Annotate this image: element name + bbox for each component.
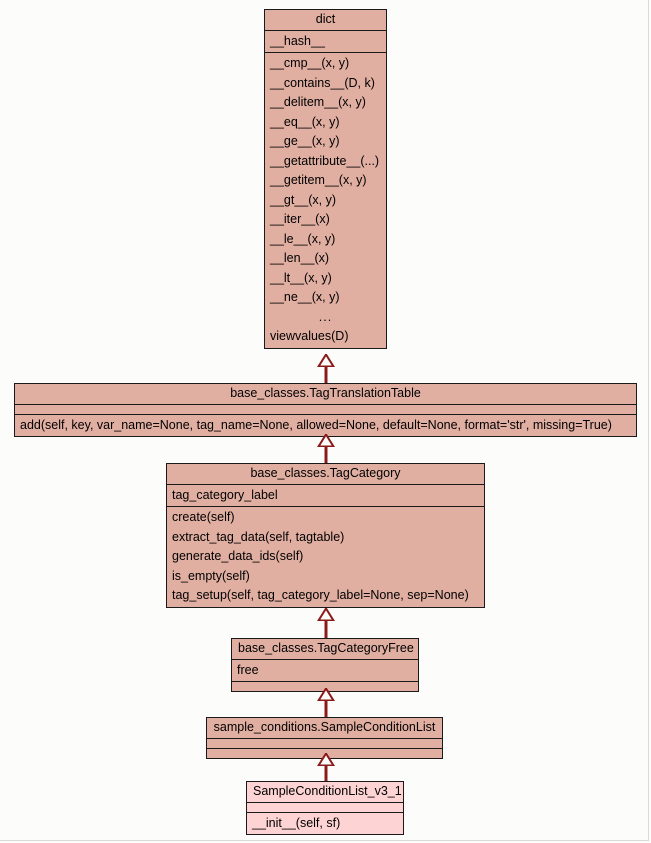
class-name-tagtranslationtable: base_classes.TagTranslationTable: [230, 386, 421, 400]
class-name-sampleconditionlist-v3-1: SampleConditionList_v3_1: [253, 784, 402, 798]
class-name-compartment: dict: [265, 10, 386, 31]
method-row: __le__(x, y): [270, 231, 336, 246]
empty-attributes: [207, 739, 442, 748]
class-box-sampleconditionlist-v3-1[interactable]: SampleConditionList_v3_1 __init__(self, …: [246, 781, 404, 835]
class-box-tagcategory[interactable]: base_classes.TagCategory tag_category_la…: [166, 463, 485, 608]
generalization-arrowhead-icon: [317, 753, 335, 766]
empty-attributes: [247, 803, 403, 812]
class-name-compartment: base_classes.TagCategoryFree: [232, 639, 418, 660]
method-row: __gt__(x, y): [270, 192, 337, 207]
class-name-tagcategory: base_classes.TagCategory: [250, 466, 401, 480]
generalization-tagcategory-to-tagtranslationtable: [317, 434, 335, 463]
generalization-arrowhead-icon: [317, 608, 335, 621]
generalization-sampleconditionlist-to-tagcategoryfree: [317, 688, 335, 717]
attributes-compartment: [207, 739, 442, 749]
relation-stem: [324, 699, 328, 717]
class-name-compartment: base_classes.TagTranslationTable: [15, 384, 636, 405]
generalization-arrowhead-icon: [317, 354, 335, 367]
empty-attributes: [15, 405, 636, 414]
methods-compartment: create(self) extract_tag_data(self, tagt…: [167, 507, 484, 607]
relation-stem: [324, 365, 328, 383]
method-row: __delitem__(x, y): [270, 95, 366, 109]
attributes-compartment: [15, 405, 636, 415]
generalization-tagcategoryfree-to-tagcategory: [317, 608, 335, 639]
relation-stem: [324, 619, 328, 639]
method-row-ellipsis: ...: [318, 309, 333, 324]
generalization-arrowhead-icon: [317, 434, 335, 447]
class-name-compartment: base_classes.TagCategory: [167, 464, 484, 485]
method-row: __iter__(x): [270, 212, 330, 226]
class-name-sampleconditionlist: sample_conditions.SampleConditionList: [213, 720, 436, 734]
method-row: add(self, key, var_name=None, tag_name=N…: [20, 417, 612, 432]
methods-compartment: __init__(self, sf): [247, 813, 403, 835]
method-row: generate_data_ids(self): [172, 549, 304, 563]
method-row: __len__(x): [270, 251, 330, 265]
method-row: viewvalues(D): [270, 329, 349, 343]
generalization-arrowhead-icon: [317, 688, 335, 701]
attributes-compartment: __hash__: [265, 31, 386, 53]
class-box-tagtranslationtable[interactable]: base_classes.TagTranslationTable add(sel…: [14, 383, 637, 437]
attributes-compartment: tag_category_label: [167, 485, 484, 507]
class-box-tagcategoryfree[interactable]: base_classes.TagCategoryFree free: [231, 638, 419, 692]
method-row: is_empty(self): [172, 568, 250, 583]
generalization-tagtranslationtable-to-dict: [317, 354, 335, 383]
method-row: __ge__(x, y): [270, 134, 340, 148]
method-row: __getitem__(x, y): [270, 173, 367, 187]
class-name-tagcategoryfree: base_classes.TagCategoryFree: [238, 641, 414, 655]
method-row: __ne__(x, y): [270, 290, 340, 304]
relation-stem: [324, 764, 328, 782]
class-name-compartment: SampleConditionList_v3_1: [247, 782, 403, 803]
method-row: create(self): [172, 510, 235, 524]
attribute-row: __hash__: [270, 33, 325, 48]
attribute-row: free: [237, 662, 259, 677]
class-name-compartment: sample_conditions.SampleConditionList: [207, 718, 442, 739]
method-row: __lt__(x, y): [270, 270, 332, 285]
methods-compartment: add(self, key, var_name=None, tag_name=N…: [15, 415, 636, 437]
attributes-compartment: [247, 803, 403, 813]
methods-compartment: __cmp__(x, y) __contains__(D, k) __delit…: [265, 53, 386, 348]
generalization-sampleconditionlistv31-to-sampleconditionlist: [317, 753, 335, 782]
class-box-dict[interactable]: dict __hash__ __cmp__(x, y) __contains__…: [264, 9, 387, 349]
attributes-compartment: free: [232, 660, 418, 682]
method-row: __cmp__(x, y): [270, 56, 350, 70]
method-row: __eq__(x, y): [270, 114, 340, 129]
method-row: __init__(self, sf): [252, 815, 341, 830]
method-row: tag_setup(self, tag_category_label=None,…: [172, 588, 469, 602]
class-name-dict: dict: [315, 12, 336, 26]
attribute-row: tag_category_label: [172, 487, 278, 502]
relation-stem: [324, 445, 328, 463]
method-row: __getattribute__(...): [270, 153, 380, 168]
method-row: extract_tag_data(self, tagtable): [172, 529, 345, 544]
method-row: __contains__(D, k): [270, 75, 375, 90]
